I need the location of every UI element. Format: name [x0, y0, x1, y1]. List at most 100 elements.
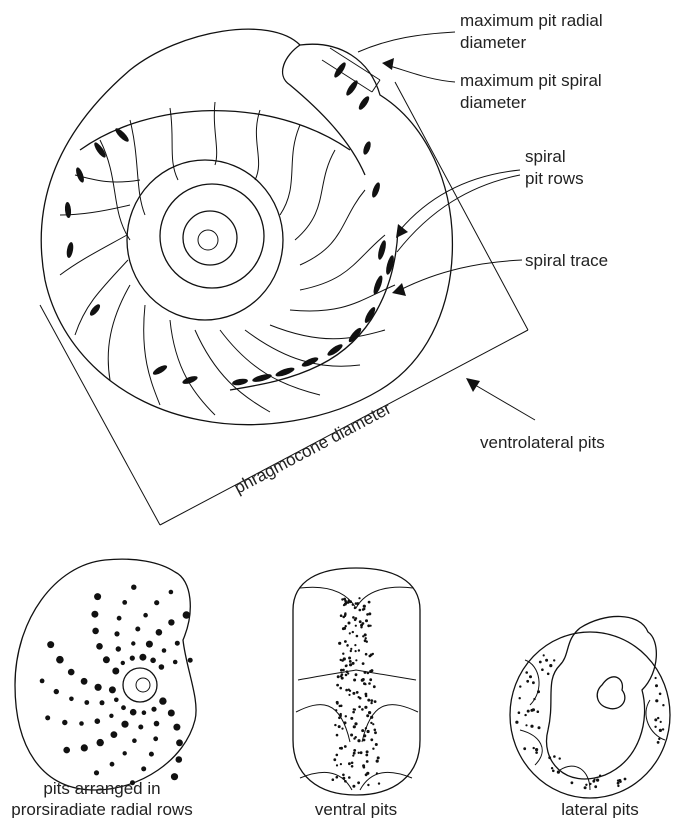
pit — [599, 775, 601, 777]
pit — [372, 748, 374, 750]
pit — [156, 629, 163, 636]
pit — [368, 601, 371, 604]
pit — [150, 658, 156, 664]
caption-ventral-pits: ventral pits — [315, 800, 397, 818]
pit — [169, 590, 174, 595]
pit — [336, 764, 338, 766]
pit — [373, 685, 376, 688]
pit — [232, 378, 249, 387]
pit — [339, 687, 342, 690]
pit — [365, 695, 368, 698]
pit — [362, 678, 365, 681]
pit — [541, 668, 544, 671]
ventral-pits — [332, 597, 381, 788]
pit — [355, 650, 357, 652]
pit — [352, 604, 354, 606]
pit — [374, 700, 377, 703]
pit — [356, 602, 359, 605]
pit — [362, 764, 365, 767]
pit — [353, 749, 356, 752]
pit — [347, 601, 350, 604]
pit — [358, 649, 360, 651]
pit — [356, 635, 359, 638]
pit — [347, 326, 363, 344]
pit — [332, 778, 335, 781]
pit — [344, 780, 347, 783]
pit — [345, 664, 347, 666]
label-spiral-pit-rows: spiral — [525, 147, 566, 166]
pit — [369, 670, 372, 673]
pit — [532, 681, 535, 684]
pit — [526, 680, 529, 683]
pit — [370, 702, 372, 704]
pit — [152, 363, 169, 376]
pit — [40, 679, 45, 684]
pit — [131, 641, 135, 645]
pit — [338, 725, 341, 728]
pit — [515, 721, 518, 724]
pit — [141, 766, 146, 771]
pit — [364, 639, 367, 642]
shell-ventral-view — [293, 568, 420, 795]
pit — [352, 711, 355, 714]
pit — [336, 776, 339, 779]
pit — [360, 624, 363, 627]
ventral-aperture-line — [300, 587, 413, 608]
pit — [176, 756, 183, 763]
pit — [92, 628, 99, 635]
pit — [530, 725, 533, 728]
shell-lateral-view — [510, 616, 670, 798]
pit — [363, 682, 366, 685]
pit — [363, 734, 366, 737]
pit — [374, 729, 377, 732]
pit — [585, 784, 587, 786]
caption-lateral-pits: lateral pits — [561, 800, 638, 818]
pit — [596, 779, 599, 782]
pit — [122, 600, 127, 605]
pit — [518, 711, 521, 714]
pit — [348, 762, 351, 765]
pit — [352, 616, 355, 619]
pit — [354, 607, 356, 609]
pit — [153, 736, 158, 741]
pit — [95, 718, 101, 724]
pit — [524, 714, 526, 716]
pit — [552, 770, 555, 773]
pit — [366, 760, 369, 763]
pit — [376, 772, 378, 774]
pit — [350, 648, 352, 650]
pit — [533, 747, 535, 749]
pit — [358, 752, 360, 754]
pit — [519, 697, 521, 699]
pit — [377, 240, 388, 261]
pit — [557, 771, 560, 774]
inner-whorl-2 — [160, 184, 264, 288]
pit — [368, 682, 371, 685]
pit — [337, 675, 340, 678]
pit — [374, 731, 377, 734]
pit — [344, 721, 347, 724]
pit — [45, 715, 50, 720]
pit — [64, 202, 71, 218]
shell-outline — [41, 29, 452, 424]
pit — [88, 303, 102, 318]
pit — [146, 641, 153, 648]
body-chamber-outline — [547, 616, 657, 779]
pit — [345, 715, 347, 717]
shell-outline — [15, 559, 196, 790]
pit — [655, 699, 658, 702]
caption-radial-rows: pits arranged in — [43, 779, 160, 798]
pit — [68, 669, 75, 676]
pit — [553, 659, 555, 661]
pit — [584, 786, 587, 789]
pit — [95, 684, 102, 691]
pit — [349, 690, 351, 692]
pit — [340, 614, 343, 617]
pit — [354, 644, 356, 646]
pit — [624, 778, 627, 781]
pit — [559, 757, 561, 759]
label-max-pit-radial-2: diameter — [460, 33, 526, 52]
pit — [346, 670, 349, 673]
pit — [367, 784, 369, 786]
pit — [132, 738, 137, 743]
